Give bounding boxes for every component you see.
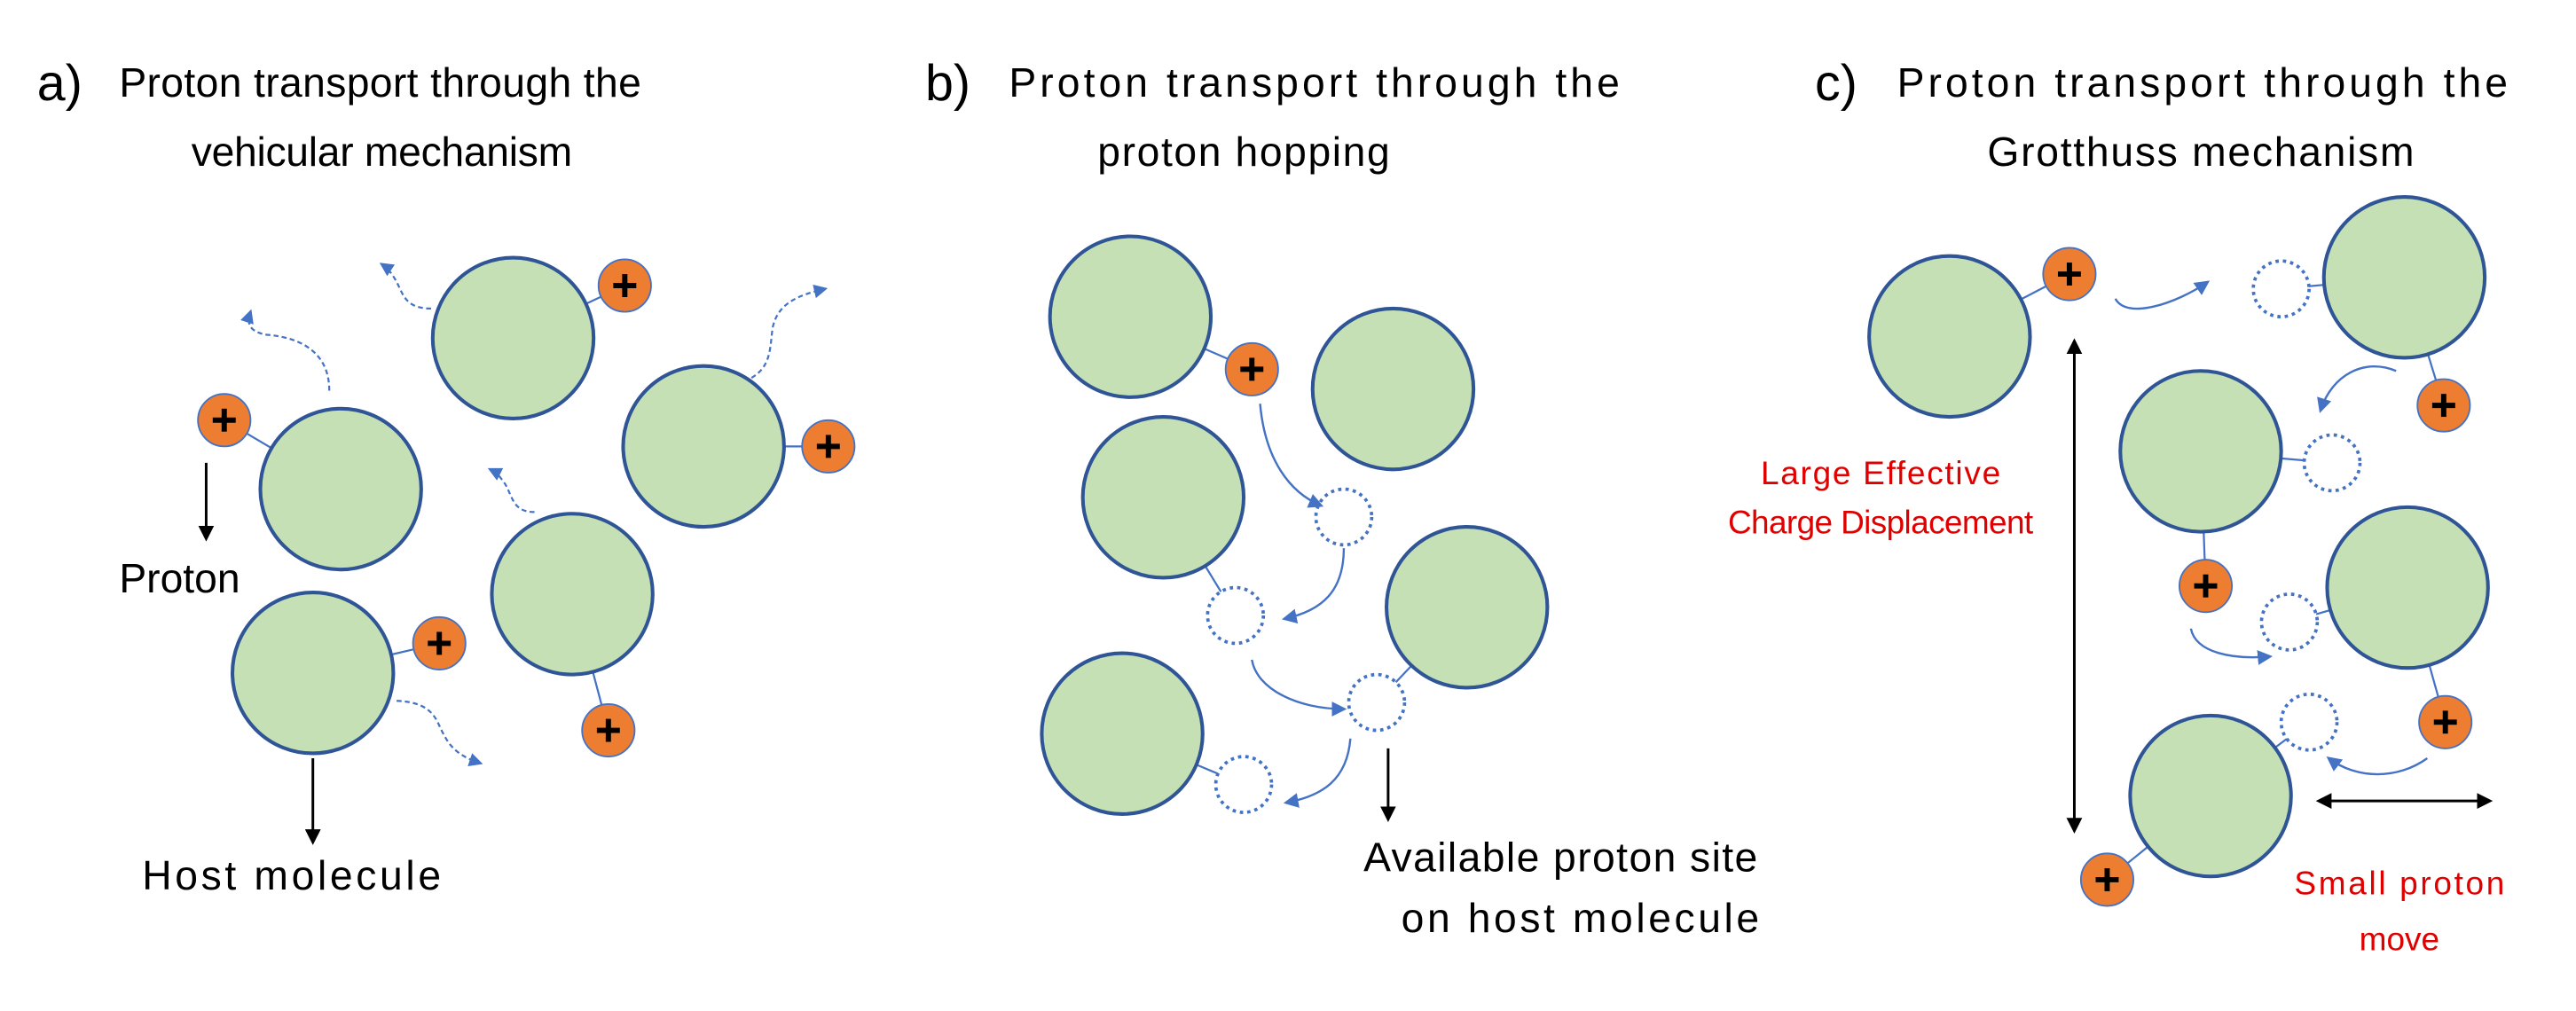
available-proton-site (2259, 592, 2320, 652)
host-molecule (621, 364, 786, 529)
small-move-label-line2: move (2360, 921, 2439, 958)
available-site-label-line2: on host molecule (1402, 895, 1759, 941)
small-move-label-line1: Small proton (2294, 865, 2504, 902)
available-proton-site (2251, 259, 2311, 319)
host-molecule (1080, 415, 1246, 580)
grotthuss-arrow (2326, 756, 2429, 776)
bond-line (2274, 738, 2288, 749)
proton (2079, 852, 2135, 907)
panel-b-letter: b) (925, 55, 970, 112)
panel-b-title: b) Proton transport through the proton h… (925, 55, 1620, 175)
host-molecule (2321, 195, 2487, 360)
panel-b-title-line2: proton hopping (1097, 129, 1389, 175)
panel-b-title-line1: Proton transport through the (1009, 59, 1619, 106)
grotthuss-arrow (2317, 365, 2397, 413)
proton-motion-arrow (397, 700, 483, 766)
host-molecule (1867, 254, 2032, 419)
panel-a-title: a) Proton transport through the vehicula… (37, 55, 641, 175)
available-proton-site (2279, 692, 2339, 752)
bond-line (585, 295, 602, 305)
plus-icon (2095, 867, 2119, 891)
proton (412, 615, 467, 670)
available-site-label-line1: Available proton site (1363, 835, 1757, 881)
proton (597, 258, 652, 313)
host-molecule (1310, 306, 1476, 472)
proton (197, 393, 252, 448)
bond-line (390, 648, 414, 656)
proton-label: Proton (119, 555, 240, 601)
bond-line (2203, 531, 2206, 560)
grotthuss-arrow (2189, 628, 2274, 665)
available-proton-site (1213, 755, 1274, 814)
plus-icon (2057, 263, 2081, 286)
available-proton-site (1206, 585, 1266, 646)
hop-arrow (1282, 548, 1346, 624)
host-molecule (430, 255, 596, 420)
bond-line (1204, 565, 1222, 592)
proton (2178, 559, 2234, 614)
plus-icon (428, 631, 452, 655)
proton (581, 703, 636, 758)
plus-icon (2431, 394, 2455, 418)
hop-arrow (1259, 404, 1324, 508)
proton-motion-arrow (240, 309, 331, 391)
bond-line (1394, 664, 1413, 684)
proton-motion-arrow (727, 284, 829, 387)
grotthuss-arrow (2114, 280, 2211, 310)
proton (2042, 247, 2097, 302)
proton-motion-arrow (379, 263, 431, 310)
panel-c-title: c) Proton transport through the Grotthus… (1815, 55, 2508, 175)
available-proton-site (1314, 487, 1374, 547)
panel-a-title-line2: vehicular mechanism (192, 129, 572, 175)
bond-line (592, 671, 603, 706)
plus-icon (212, 408, 236, 432)
bond-line (2427, 354, 2438, 381)
host-molecule (2325, 505, 2490, 670)
bond-line (2428, 664, 2439, 698)
bond-line (2020, 285, 2047, 301)
host-molecule (2128, 713, 2293, 879)
plus-icon (596, 718, 620, 742)
plus-icon (816, 435, 840, 458)
proton (801, 419, 856, 474)
available-proton-site (1347, 672, 1407, 733)
plus-icon (2433, 710, 2457, 734)
bond-line (1204, 348, 1229, 360)
plus-icon (1240, 357, 1264, 381)
bond-line (2281, 457, 2305, 462)
host-molecule (1385, 525, 1550, 690)
proton (2416, 378, 2471, 433)
bond-line (246, 432, 272, 450)
available-proton-site (2302, 433, 2362, 493)
panel-a-title-line1: Proton transport through the (119, 59, 641, 106)
host-molecule-label: Host molecule (142, 852, 441, 898)
panel-c-title-line2: Grotthuss mechanism (1987, 129, 2414, 175)
hop-arrow (1251, 659, 1347, 717)
bond-line (1196, 764, 1219, 775)
panel-c-letter: c) (1815, 55, 1857, 112)
large-displacement-label-line2: Charge Displacement (1728, 503, 2034, 540)
panel-c-title-line1: Proton transport through the (1897, 59, 2508, 106)
bond-line (2308, 284, 2325, 287)
large-displacement-label-line1: Large Effective (1761, 454, 2000, 491)
proton (1224, 341, 1279, 396)
bond-line (2126, 845, 2149, 865)
host-molecule (2118, 369, 2283, 534)
host-molecule (258, 406, 423, 572)
host-molecule (490, 512, 655, 677)
host-molecule (230, 591, 396, 756)
bond-line (2315, 608, 2331, 615)
proton-motion-arrow (487, 467, 535, 513)
panel-a-letter: a) (37, 55, 82, 112)
host-molecule (1048, 234, 1213, 399)
host-molecule (1040, 651, 1205, 816)
plus-icon (2194, 574, 2218, 598)
proton (2418, 694, 2473, 749)
plus-icon (613, 274, 637, 297)
hop-arrow (1283, 738, 1352, 808)
